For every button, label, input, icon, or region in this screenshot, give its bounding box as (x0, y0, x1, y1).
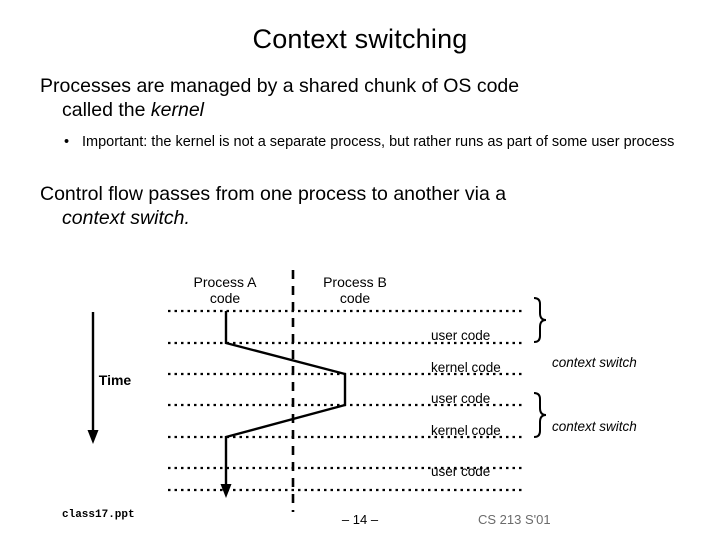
process-a-line1: Process A (193, 274, 257, 290)
diagram-graphics (87, 270, 547, 512)
code-label-kernel-2: kernel code (431, 423, 501, 438)
footer-file-name: class17.ppt (62, 509, 135, 521)
process-a-label: Process A code (165, 274, 285, 306)
bullet3-line1: Control flow passes from one process to … (40, 183, 507, 205)
process-b-line2: code (339, 290, 371, 306)
control-flow-path (224, 311, 347, 490)
context-switch-label-2: context switch (552, 419, 637, 434)
brace-1 (533, 297, 547, 343)
process-b-line1: Process B (323, 274, 387, 290)
context-switch-label-1: context switch (552, 355, 637, 370)
footer-page-number: – 14 – (341, 512, 379, 527)
bullet3-line2-italic: context switch. (62, 207, 190, 229)
process-b-label: Process B code (295, 274, 415, 306)
bullet1-line2-italic: kernel (150, 99, 205, 121)
bullet-level2: • Important: the kernel is not a separat… (64, 133, 684, 151)
bullet1-line2: called the kernel (40, 98, 690, 122)
bullet-marker-icon: • (64, 134, 70, 150)
bullet1-line1: Processes are managed by a shared chunk … (40, 75, 520, 97)
bullet-level1-second: Control flow passes from one process to … (40, 182, 690, 230)
code-label-user-2: user code (431, 391, 491, 406)
bullet-level1-first: Processes are managed by a shared chunk … (40, 74, 690, 122)
page-title: Context switching (252, 24, 468, 54)
control-flow-arrow-head (220, 484, 232, 498)
bullet1-line2-prefix: called the (62, 99, 151, 121)
process-a-line2: code (209, 290, 241, 306)
context-switch-diagram: Process A code Process B code Time user … (0, 262, 720, 512)
time-arrow-head (87, 430, 99, 444)
bullet2-text: Important: the kernel is not a separate … (82, 134, 675, 150)
time-label: Time (98, 372, 132, 388)
code-label-user-3: user code (431, 464, 491, 479)
code-label-user-1: user code (431, 328, 491, 343)
code-label-kernel-1: kernel code (431, 360, 501, 375)
brace-2 (533, 392, 547, 438)
footer-course: CS 213 S'01 (478, 512, 551, 527)
